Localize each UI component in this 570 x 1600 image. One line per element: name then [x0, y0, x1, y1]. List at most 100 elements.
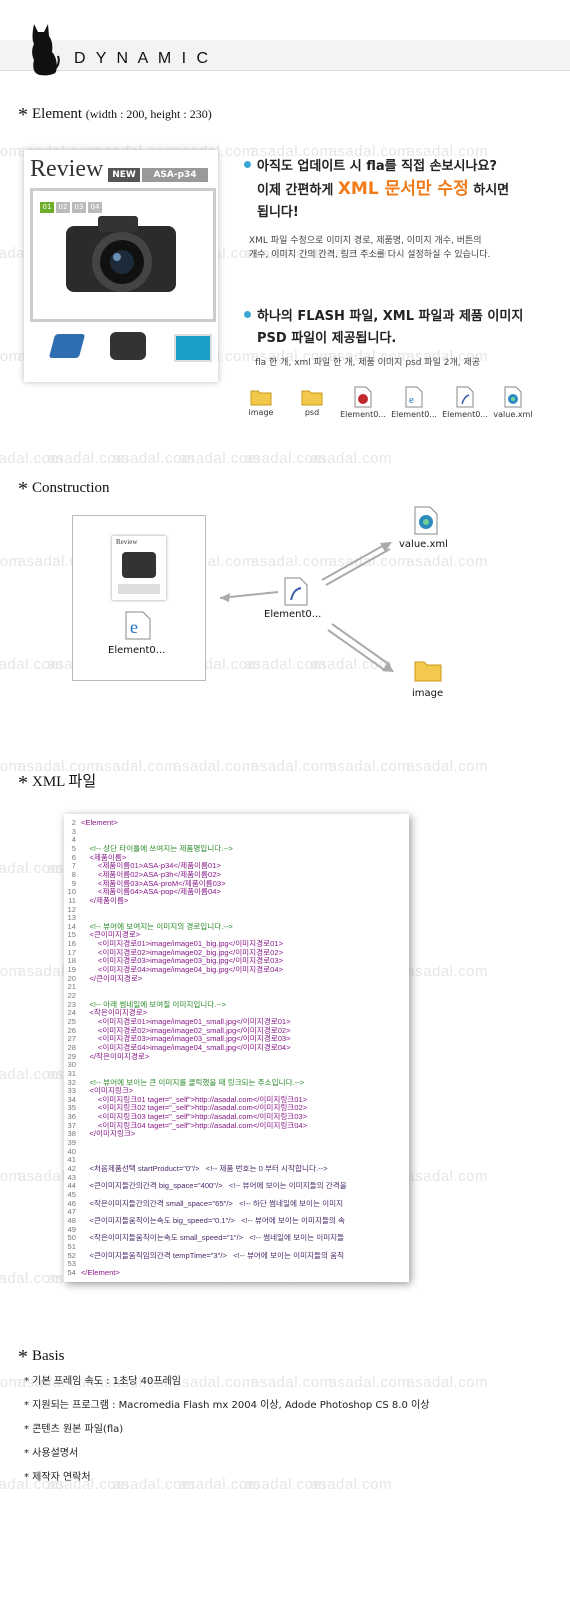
page-button[interactable]: 01: [40, 202, 54, 213]
line-text: </Element>: [81, 1267, 120, 1277]
xml-code-line: 16 <이미지경로01>image/image01_big.jpg</이미지경로…: [64, 939, 283, 948]
xml-code-line: 42 <처음제품선택 startProduct="0"/> <!-- 제품 번호…: [64, 1164, 328, 1173]
xml-code-line: 38 </이미지링크>: [64, 1129, 136, 1138]
watermark-text: asadal.com: [0, 348, 22, 365]
file-label: Element0...: [340, 410, 386, 419]
xml-code-line: 21: [64, 982, 81, 991]
page-button[interactable]: 04: [88, 202, 102, 213]
xml-code-line: 31: [64, 1069, 81, 1078]
watermark-text: asadal.com: [95, 1374, 178, 1391]
line-text: <!-- 아래 썸네일에 보여질 이미지입니다.-->: [81, 999, 226, 1009]
xml-code-line: 50 <작은이미지들움직이는속도 small_speed="1"/> <!-- …: [64, 1233, 345, 1242]
xml-code-line: 34 <이미지링크01 taget="_self">http://asadal.…: [64, 1094, 308, 1104]
watermark-text: asadal.com: [0, 860, 64, 877]
point1-block: 아직도 업데이트 시 fla를 직접 손보시나요? 이제 간편하게 XML 문서…: [244, 156, 564, 262]
watermark-text: asadal.com: [328, 1374, 411, 1391]
watermark-text: asadal.com: [0, 450, 64, 467]
xml-code-line: 28 <이미지경로04>image/image04_small.jpg</이미지…: [64, 1043, 291, 1052]
line-number: 42: [67, 1164, 76, 1173]
construction-swf-label: Element0...: [264, 609, 322, 620]
line-number: 45: [67, 1189, 76, 1199]
xml-code-line: 32 <!-- 뷰어에 보이는 큰 이미지를 클릭했을 때 링크되는 주소입니다…: [64, 1077, 305, 1087]
watermark-text: asadal.com: [17, 758, 100, 775]
point1-desc2: 개수, 이미지 간의 간격, 링크 주소를 다시 설정하실 수 있습니다.: [249, 250, 491, 260]
xml-code-line: 20 </큰이미지경로>: [64, 973, 143, 983]
watermark-text: asadal.com: [95, 758, 178, 775]
watermark-text: asadal.com: [0, 1270, 64, 1287]
line-number: 20: [67, 973, 76, 983]
line-number: 7: [71, 861, 76, 871]
xml-code-line: 26 <이미지경로02>image/image02_small.jpg</이미지…: [64, 1026, 291, 1035]
thumbnail-2[interactable]: [110, 332, 146, 360]
file-image-folder[interactable]: image: [238, 388, 284, 417]
xml-file-icon: [504, 386, 522, 408]
line-text: <!-- 뷰어에 보여지는 이미지의 경로입니다.-->: [81, 921, 233, 931]
point2-desc: fla 한 개, xml 파일 한 개, 제품 이미지 psd 파일 2개, 제…: [255, 358, 481, 368]
line-text: </제품이름>: [81, 895, 129, 905]
line-number: 48: [67, 1215, 76, 1225]
thumbnail-3[interactable]: [174, 334, 212, 362]
watermark-text: asadal.com: [250, 758, 333, 775]
watermark-text: asadal.com: [406, 1374, 489, 1391]
watermark-text: asadal.com: [173, 758, 255, 775]
watermark-text: asadal.com: [328, 348, 411, 365]
line-text: <제품이름03>ASA-proM</제품이름03>: [81, 878, 226, 888]
xml-code-line: 11 </제품이름>: [64, 896, 128, 905]
xml-code-line: 39: [64, 1138, 81, 1147]
line-number: 6: [71, 852, 76, 862]
file-label: psd: [304, 408, 320, 417]
watermark-text: asadal.com: [17, 1374, 100, 1391]
file-fla[interactable]: Element0...: [340, 386, 386, 419]
file-html[interactable]: e Element0...: [391, 386, 437, 419]
watermark-text: asadal.com: [310, 1476, 393, 1493]
file-label: image: [248, 408, 274, 417]
line-number: 46: [67, 1198, 76, 1208]
xml-code-line: 10 <제품이름04>ASA-pop</제품이름04>: [64, 887, 221, 896]
line-number: 52: [67, 1250, 76, 1260]
file-psd-folder[interactable]: psd: [289, 388, 335, 417]
basis-item-programs: * 지원되는 프로그램 : Macromedia Flash mx 2004 이…: [24, 1400, 430, 1411]
page-button[interactable]: 03: [72, 202, 86, 213]
xml-code-line: 52 <큰이미지들움직임의간격 tempTime="3"/> <!-- 뷰어에 …: [64, 1250, 345, 1260]
line-text: <이미지경로03>image/image03_big.jpg</이미지경로03>: [81, 956, 284, 966]
line-number: 26: [67, 1025, 76, 1035]
line-number: 28: [67, 1042, 76, 1052]
line-text: <이미지경로04>image/image04_big.jpg</이미지경로04>: [81, 965, 284, 975]
page-button[interactable]: 02: [56, 202, 70, 213]
watermark-text: asadal.com: [47, 1476, 130, 1493]
camera-icon: [62, 212, 180, 300]
xml-code-line: 14 <!-- 뷰어에 보여지는 이미지의 경로입니다.-->: [64, 922, 233, 931]
line-text: <이미지경로02>image/image02_small.jpg</이미지경로0…: [81, 1025, 291, 1035]
xml-code-line: 44 <큰이미지들간의간격 big_space="400"/> <!-- 뷰어에…: [64, 1181, 347, 1190]
construction-section-title: *Construction: [18, 478, 110, 500]
watermark-text: asadal.com: [0, 1374, 22, 1391]
ie-html-icon: e: [405, 386, 423, 408]
line-number: 35: [67, 1103, 76, 1113]
point1-desc1: XML 파일 수정으로 이미지 경로, 제품명, 이미지 개수, 버튼의: [249, 236, 482, 246]
watermark-text: asadal.com: [0, 1066, 64, 1083]
watermark-text: asadal.com: [328, 758, 411, 775]
line-number: 4: [71, 835, 76, 845]
watermark-text: asadal.com: [244, 450, 327, 467]
xml-code-line: 3: [64, 827, 81, 836]
line-text: <이미지경로01>image/image01_big.jpg</이미지경로01>: [81, 939, 284, 949]
point1-line3: 됩니다!: [257, 205, 299, 220]
watermark-row: asadal.comasadal.comasadal.comasadal.com…: [0, 1374, 570, 1394]
file-xml[interactable]: value.xml: [490, 386, 536, 419]
file-swf[interactable]: Element0...: [442, 386, 488, 419]
line-number: 32: [67, 1077, 76, 1087]
line-number: 47: [67, 1207, 76, 1217]
basis-item-framerate: * 기본 프레임 속도 : 1초당 40프레임: [24, 1376, 181, 1387]
thumbnail-1[interactable]: [48, 334, 86, 358]
line-number: 5: [71, 843, 76, 853]
folder-icon: [250, 390, 272, 406]
line-number: 37: [67, 1120, 76, 1130]
xml-code-line: 54</Element>: [64, 1268, 120, 1277]
watermark-text: asadal.com: [250, 553, 333, 570]
line-text: <큰이미지들간의간격 big_space="400"/> <!-- 뷰어에 보이…: [81, 1181, 347, 1191]
xml-code-line: 46 <작은이미지들간의간격 small_space="65"/> <!-- 하…: [64, 1198, 344, 1208]
line-text: <이미지링크01 taget="_self">http://asadal.com…: [81, 1094, 308, 1104]
line-number: 18: [67, 956, 76, 966]
